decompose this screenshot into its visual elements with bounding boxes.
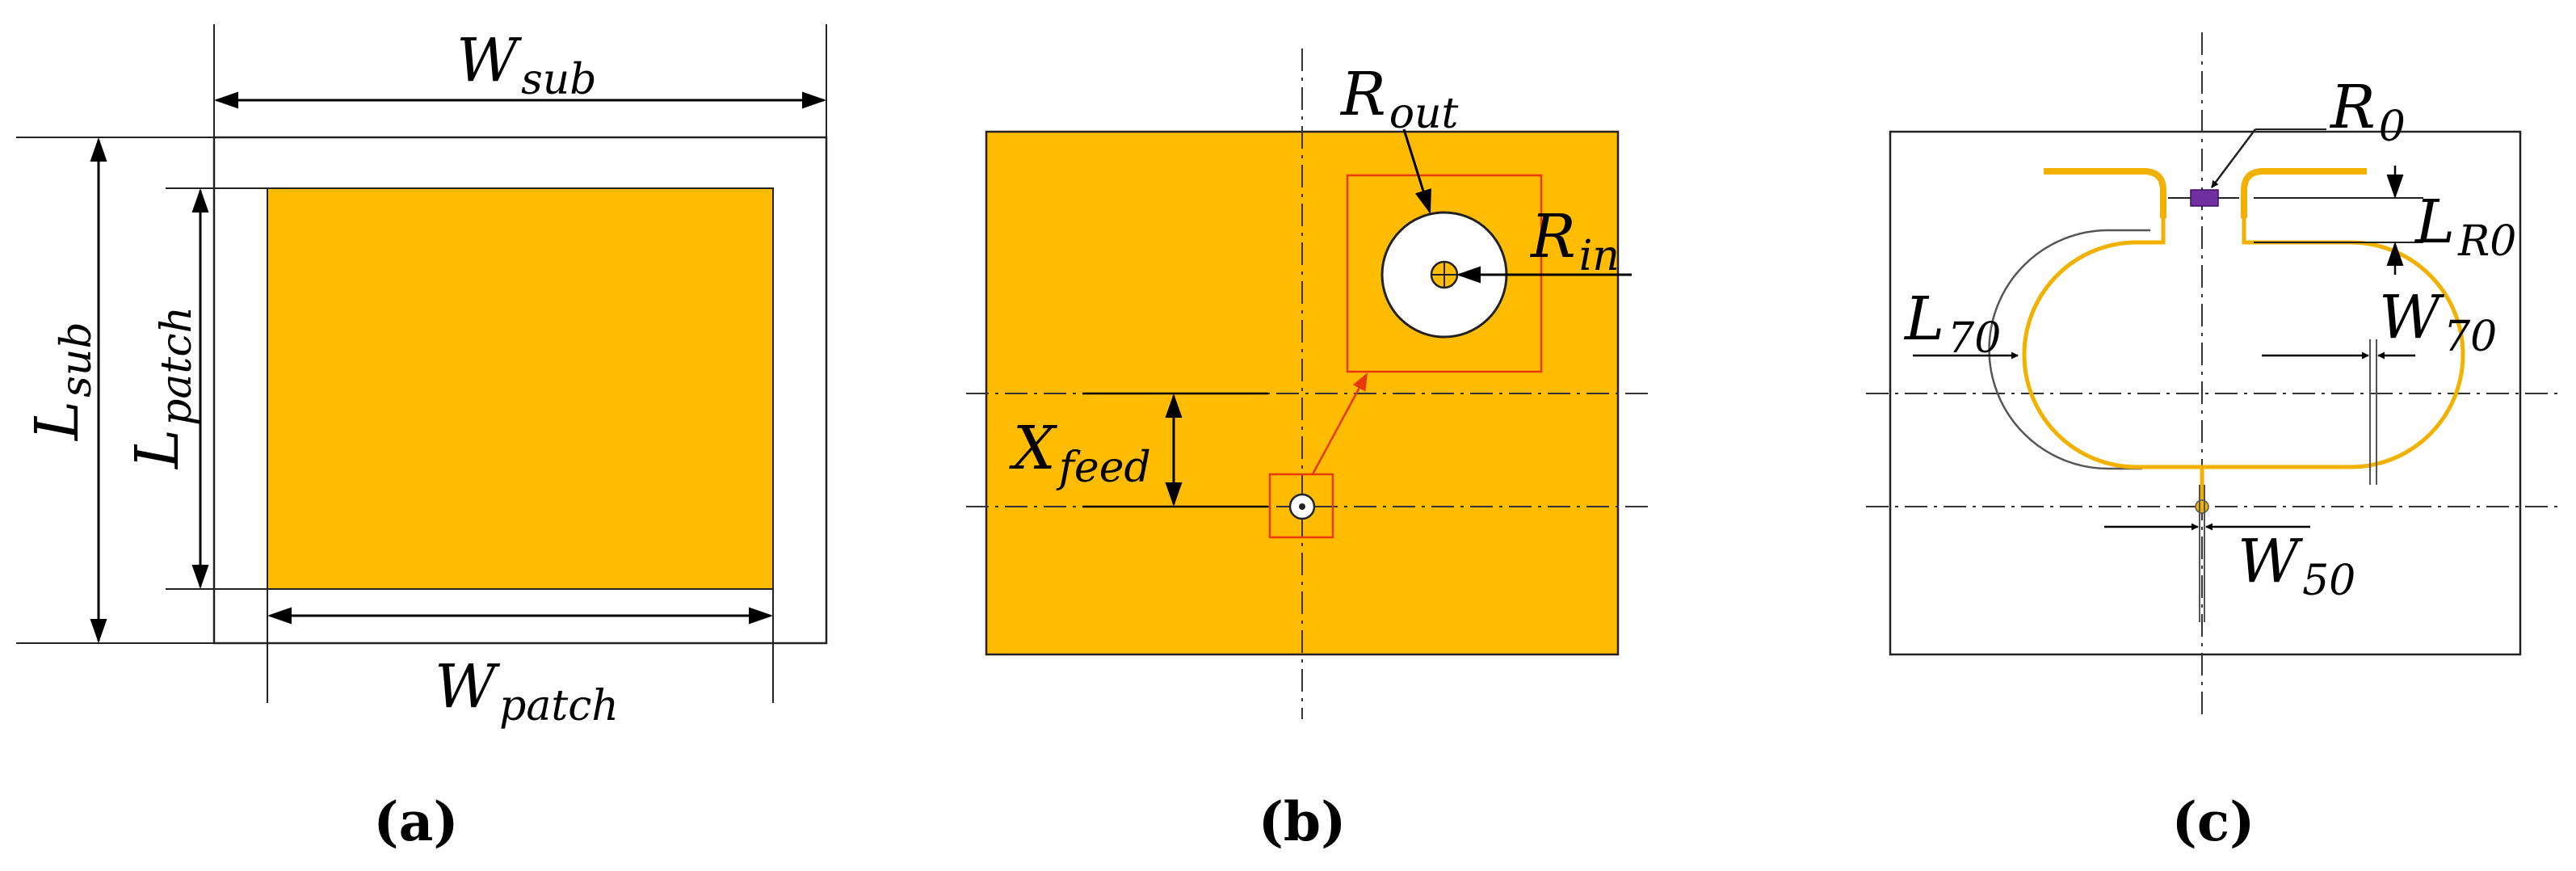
r-out-leader xyxy=(1402,128,1431,214)
panel-b: Rout Rin Xfeed (b) xyxy=(966,48,1648,853)
feed-pin xyxy=(1299,503,1305,510)
l-sub-label: Lsub xyxy=(23,322,101,442)
panel-c: R0 LR0 L70 W70 W50 (c) xyxy=(1866,32,2561,853)
substrate-outline-c xyxy=(1889,130,2522,656)
l70-label: L70 xyxy=(1903,284,2001,363)
caption-a: (a) xyxy=(373,790,458,853)
caption-c: (c) xyxy=(2172,790,2255,853)
r0-leader xyxy=(2211,128,2256,188)
zoom-link-arrow xyxy=(1311,372,1368,475)
l-r0-label: LR0 xyxy=(2414,187,2516,266)
feed-via xyxy=(2195,499,2209,514)
w70-label: W70 xyxy=(2379,283,2497,361)
w-sub-label: Wsub xyxy=(456,26,597,104)
x-feed-label: Xfeed xyxy=(1009,414,1151,492)
caption-b: (b) xyxy=(1259,790,1347,853)
feed-network-trace xyxy=(2022,218,2465,469)
left-stub xyxy=(2044,168,2166,218)
r0-label: R0 xyxy=(2329,73,2406,151)
panel-a: Wsub Wpatch Lsub Lpatch (a) xyxy=(16,24,828,853)
w50-label: W50 xyxy=(2238,527,2355,605)
r-out-label: Rout xyxy=(1339,60,1459,138)
r-in-label: Rin xyxy=(1529,202,1620,280)
l-patch-label: Lpatch xyxy=(123,306,201,470)
resistor-r0 xyxy=(2190,189,2219,207)
right-stub xyxy=(2241,168,2367,218)
patch-rect xyxy=(267,187,774,590)
feed-highlight-box xyxy=(1268,473,1334,539)
l70-reference-arc xyxy=(1988,229,2150,470)
w-patch-label: Wpatch xyxy=(435,652,619,730)
